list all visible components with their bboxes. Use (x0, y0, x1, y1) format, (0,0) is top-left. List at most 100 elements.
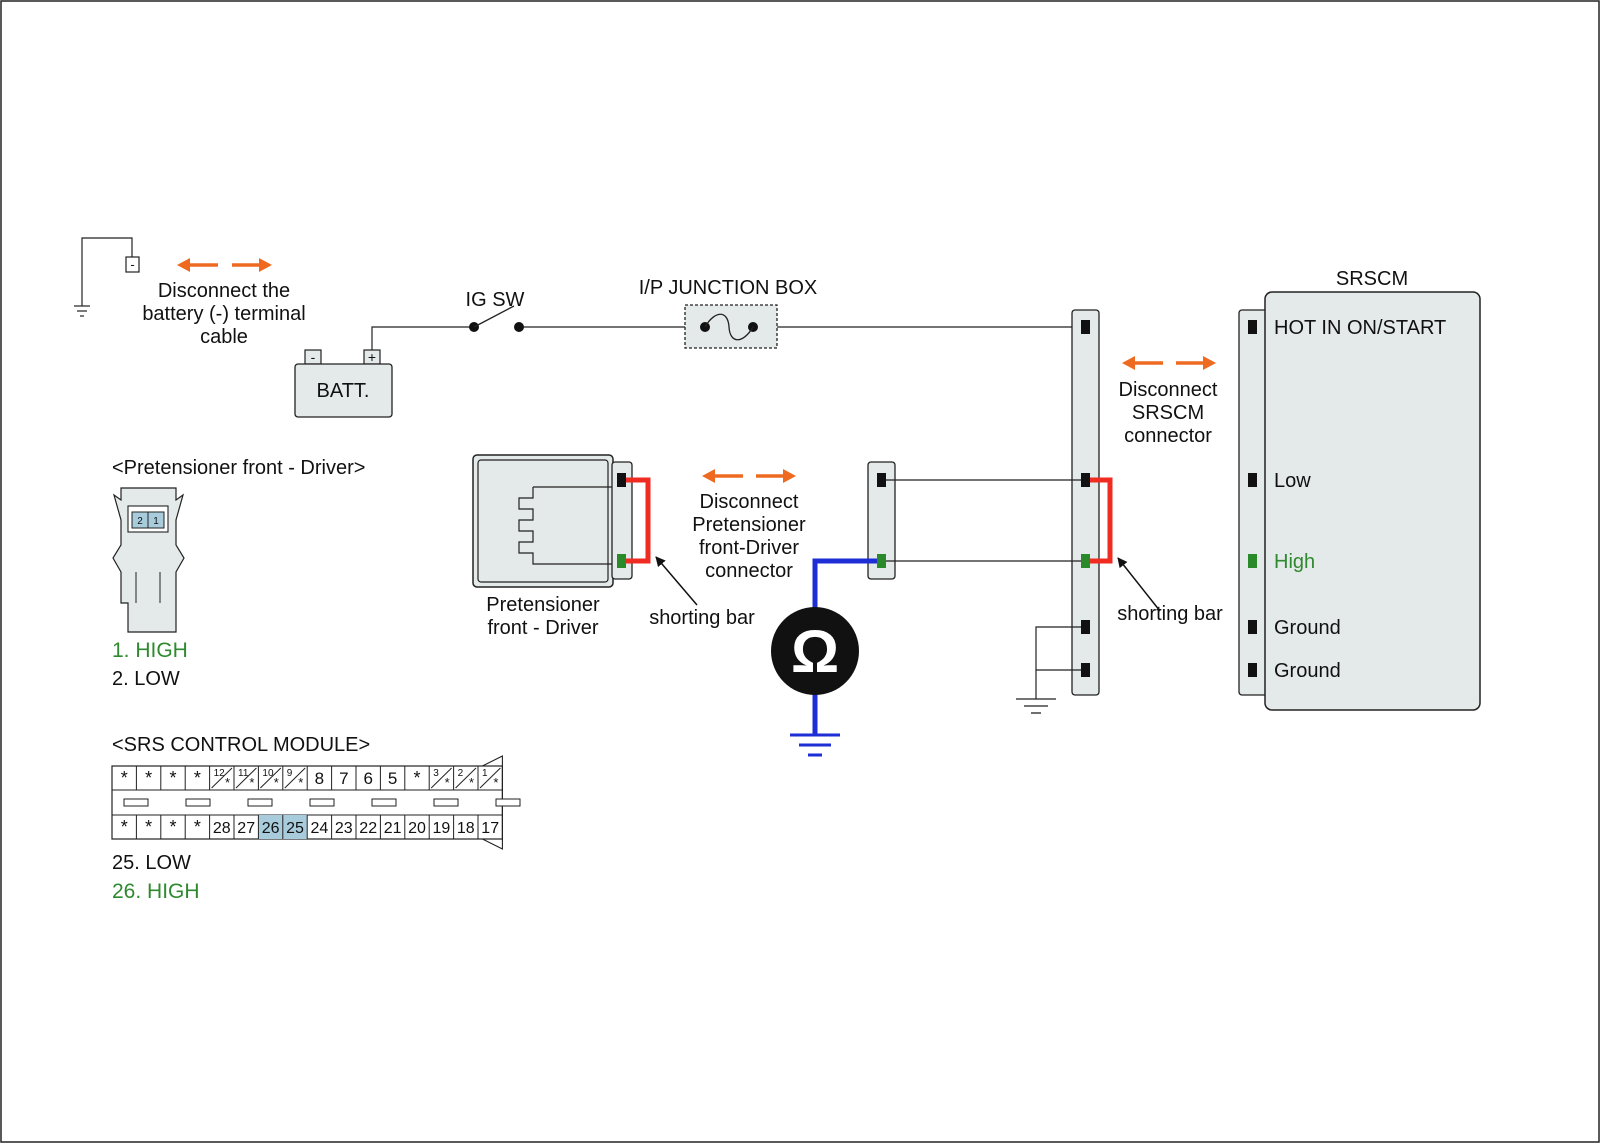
ground-icon (1016, 698, 1056, 714)
srscm-title: SRSCM (1336, 268, 1408, 290)
ground-icon (790, 733, 840, 757)
srs-bottom-pin-label: 28 (213, 820, 231, 837)
srs-connector-slot (433, 798, 459, 807)
pret-pin-1: 1 (153, 516, 159, 527)
shorting-bar-left-label: shorting bar (649, 607, 755, 629)
srscm-note-line2: SRSCM (1132, 402, 1204, 424)
srs-top-pin-star: * (493, 775, 498, 790)
double-arrow-icon (177, 258, 272, 272)
srs-top-pin-star: * (225, 775, 230, 790)
srs-top-pin-label: * (413, 768, 420, 788)
pret-connector-face: 2 1 (112, 487, 185, 633)
srs-top-pin-label: 11 (238, 768, 249, 779)
srs-connector-slot (247, 798, 273, 807)
battery-label: BATT. (317, 380, 370, 402)
srs-top-pin-label: 5 (388, 769, 397, 788)
srs-top-pin-star: * (249, 775, 254, 790)
srs-bottom-pin-label: 27 (237, 820, 255, 837)
srs-top-pin-label: 8 (315, 769, 324, 788)
shorting-bar-right-pointer (1117, 557, 1161, 612)
shorting-bar-right-label: shorting bar (1117, 603, 1223, 625)
battery-note-line3: cable (200, 326, 248, 348)
srscm-pin-ground-2: Ground (1274, 660, 1341, 682)
srs-top-pin-label: 7 (339, 769, 348, 788)
srs-top-pin-label: * (194, 768, 201, 788)
pret-note-line2: Pretensioner (692, 514, 806, 536)
harness-ground-wire (1016, 626, 1081, 714)
srs-bottom-pin-label: 21 (384, 820, 402, 837)
srs-top-pin-label: 10 (262, 768, 274, 779)
srs-bottom-pin-label: * (169, 817, 176, 837)
pret-connector-title: <Pretensioner front - Driver> (112, 457, 365, 479)
ohmmeter-icon: Ω (771, 607, 859, 695)
harness-connector-srscm (1071, 309, 1100, 696)
fuse-icon (684, 304, 778, 349)
srs-top-pin-star: * (274, 775, 279, 790)
shorting-bar-right (1090, 477, 1113, 564)
srs-bottom-pin-label: 26 (262, 820, 280, 837)
srscm-pin-hot: HOT IN ON/START (1274, 317, 1446, 339)
shorting-bar-left-pointer (655, 556, 698, 606)
srs-connector-slot (495, 798, 521, 807)
harness-connector-pretensioner (867, 461, 896, 580)
srscm-note-line1: Disconnect (1119, 379, 1218, 401)
battery-ground-symbol: - (74, 237, 140, 317)
switch-icon (469, 305, 524, 332)
srs-bottom-pin-label: 20 (408, 820, 426, 837)
srscm-pin-high: High (1274, 551, 1315, 573)
pret-legend-low: 2. LOW (112, 668, 180, 690)
srscm-note-line3: connector (1124, 425, 1212, 447)
pret-legend-high: 1. HIGH (112, 639, 188, 662)
ground-icon (74, 305, 90, 317)
pret-note-line4: connector (705, 560, 793, 582)
srs-connector-slot (123, 798, 149, 807)
meter-lead-top (812, 558, 877, 614)
srs-top-pin-label: 12 (214, 768, 226, 779)
srs-top-pin-label: 6 (363, 769, 372, 788)
srs-module-title: <SRS CONTROL MODULE> (112, 734, 370, 756)
srs-top-pin-label: * (145, 768, 152, 788)
srs-legend-low: 25. LOW (112, 852, 191, 874)
srs-highlight-cell (258, 815, 283, 839)
srs-bottom-pin-label: 23 (335, 820, 353, 837)
junction-box-label: I/P JUNCTION BOX (639, 277, 818, 299)
battery-note-line2: battery (-) terminal (142, 303, 305, 325)
neg-terminal-symbol: - (130, 257, 134, 272)
pretensioner-device (472, 454, 633, 588)
pret-pin-2: 2 (137, 516, 143, 527)
ig-switch-label: IG SW (466, 289, 525, 311)
double-arrow-icon (702, 469, 796, 483)
srs-bottom-pin-label: 24 (311, 820, 329, 837)
srs-legend-high: 26. HIGH (112, 880, 200, 903)
srs-bottom-pin-label: 25 (286, 820, 304, 837)
srs-connector-slot (309, 798, 335, 807)
shorting-bar-left (626, 477, 651, 564)
pretensioner-label-line1: Pretensioner (486, 594, 600, 616)
pretensioner-label-line2: front - Driver (487, 617, 598, 639)
srs-bottom-pin-label: * (121, 817, 128, 837)
srs-bottom-pin-label: 17 (481, 820, 499, 837)
srs-top-pin-label: 1 (482, 768, 488, 779)
srs-bottom-pin-label: * (194, 817, 201, 837)
srs-top-pin-star: * (469, 775, 474, 790)
srs-highlight-cell (282, 815, 308, 839)
pret-note-line1: Disconnect (700, 491, 799, 513)
srs-top-pin-star: * (298, 775, 303, 790)
srscm-pin-ground-1: Ground (1274, 617, 1341, 639)
srs-bottom-pin-label: 22 (359, 820, 377, 837)
battery-note-line1: Disconnect the (158, 280, 290, 302)
srs-top-pin-label: 2 (458, 768, 464, 779)
srs-bottom-pin-label: * (145, 817, 152, 837)
srs-top-pin-star: * (445, 775, 450, 790)
srs-top-pin-label: * (121, 768, 128, 788)
double-arrow-icon (1122, 356, 1216, 370)
pret-note-line3: front-Driver (699, 537, 799, 559)
battery-neg-label: - (311, 349, 316, 365)
srs-connector-slot (185, 798, 211, 807)
srscm-pin-low: Low (1274, 470, 1311, 492)
srs-top-pin-label: * (169, 768, 176, 788)
srscm-module (1238, 291, 1481, 711)
